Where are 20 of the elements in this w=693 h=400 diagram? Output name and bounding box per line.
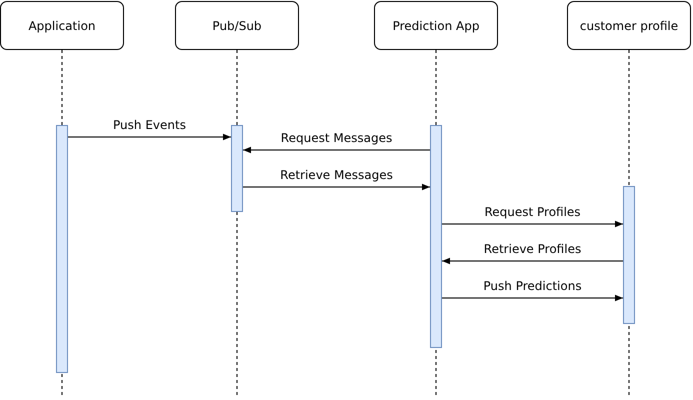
activation-bar xyxy=(56,125,68,373)
message-arrow xyxy=(442,220,624,228)
message-arrow xyxy=(442,294,624,302)
edge-label: Push Predictions xyxy=(482,279,583,293)
edge-label: Push Events xyxy=(112,118,187,132)
message-arrow xyxy=(242,184,430,190)
edge-label: Request Profiles xyxy=(483,205,582,219)
activation-bar xyxy=(231,125,243,212)
participant-box: customer profile xyxy=(567,1,691,50)
participant-box: Prediction App xyxy=(374,1,498,50)
edge-label: Retrieve Profiles xyxy=(482,242,582,256)
edge-label: Request Messages xyxy=(280,131,394,145)
activation-bar xyxy=(623,186,635,324)
edge-label: Retrieve Messages xyxy=(279,168,394,182)
participant-box: Pub/Sub xyxy=(175,1,299,50)
participant-box: Application xyxy=(0,1,124,50)
message-arrow xyxy=(442,258,624,264)
activation-bar xyxy=(430,125,442,348)
message-arrow xyxy=(68,134,232,140)
message-arrow xyxy=(242,146,430,154)
